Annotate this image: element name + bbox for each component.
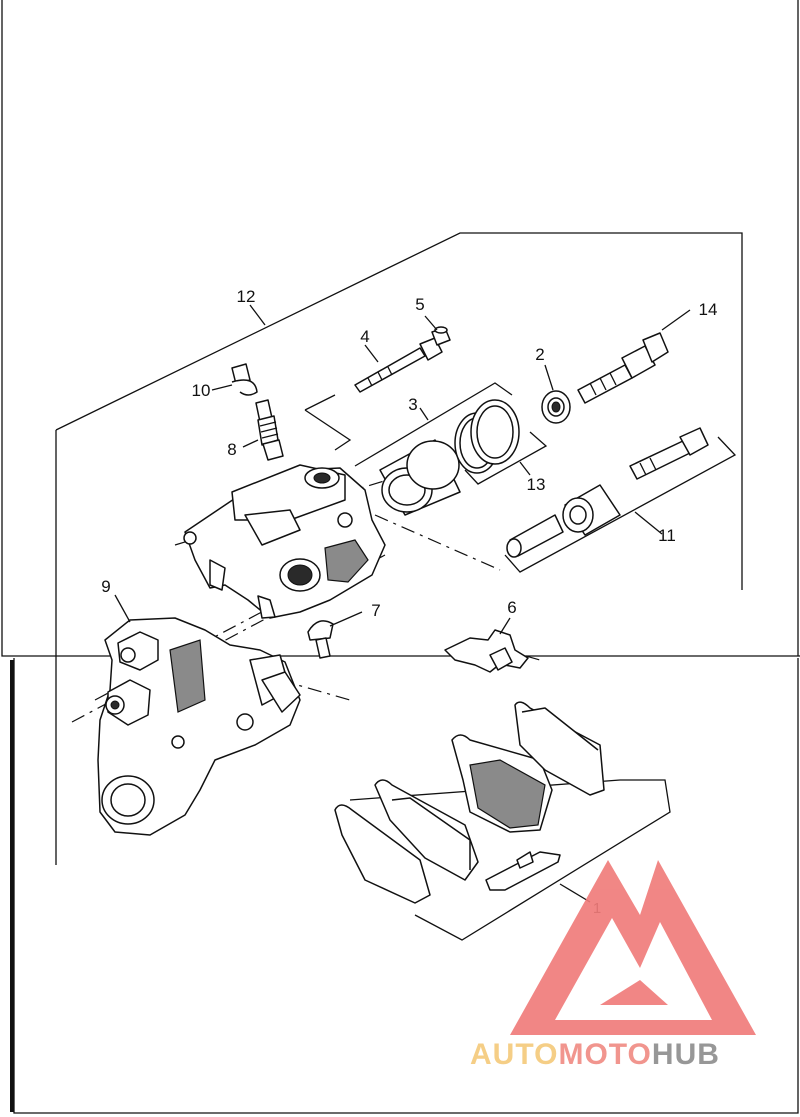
brake-pads-part-1 <box>334 701 605 904</box>
watermark-text-moto: MOTO <box>558 1038 651 1071</box>
leader-lines <box>114 304 691 903</box>
bolt-part-14 <box>577 332 669 404</box>
callout-13: 13 <box>527 475 546 494</box>
callout-labels: 12 4 5 2 14 3 13 10 8 9 11 7 6 1 <box>101 287 717 917</box>
bleeder-screw-part-8 <box>255 399 284 461</box>
spring-clip-part-6 <box>444 629 529 673</box>
callout-14: 14 <box>699 300 718 319</box>
callout-10: 10 <box>192 381 211 400</box>
group-outline-11 <box>504 436 737 573</box>
callout-4: 4 <box>360 327 369 346</box>
grommet-part-7 <box>307 620 334 659</box>
callout-11: 11 <box>658 526 676 545</box>
caliper-bracket-part-9 <box>97 617 301 836</box>
caliper-body <box>183 464 386 619</box>
watermark-text-hub: HUB <box>652 1038 720 1071</box>
seals-part-13 <box>454 399 520 474</box>
group-outline-4b <box>304 409 352 451</box>
watermark-text-auto: AUTO <box>470 1038 558 1071</box>
boot-part-2 <box>541 390 571 424</box>
callout-2: 2 <box>535 345 544 364</box>
callout-3: 3 <box>408 395 417 414</box>
callout-8: 8 <box>227 440 236 459</box>
callout-12: 12 <box>237 287 256 306</box>
watermark-inner-triangle-icon <box>600 980 668 1005</box>
group-outline-1 <box>414 779 671 941</box>
group-outline-3-13 <box>354 382 513 467</box>
bleeder-cap-part-10 <box>231 363 258 396</box>
watermark-logo: AUTOMOTOHUB <box>470 860 756 1071</box>
group-outline-4 <box>304 394 336 411</box>
callout-9: 9 <box>101 577 110 596</box>
assembly-outline-12 <box>55 232 743 865</box>
svg-text:AUTOMOTOHUB: AUTOMOTOHUB <box>470 1038 720 1071</box>
slide-pin-part-11 <box>506 427 709 558</box>
plug-part-5 <box>431 326 451 346</box>
callout-5: 5 <box>415 295 424 314</box>
pin-part-4 <box>354 337 443 393</box>
piston-part-3 <box>379 439 461 516</box>
callout-6: 6 <box>507 598 516 617</box>
callout-7: 7 <box>371 601 380 620</box>
watermark-triangle-icon <box>510 860 756 1035</box>
group-outline-13 <box>464 431 548 485</box>
